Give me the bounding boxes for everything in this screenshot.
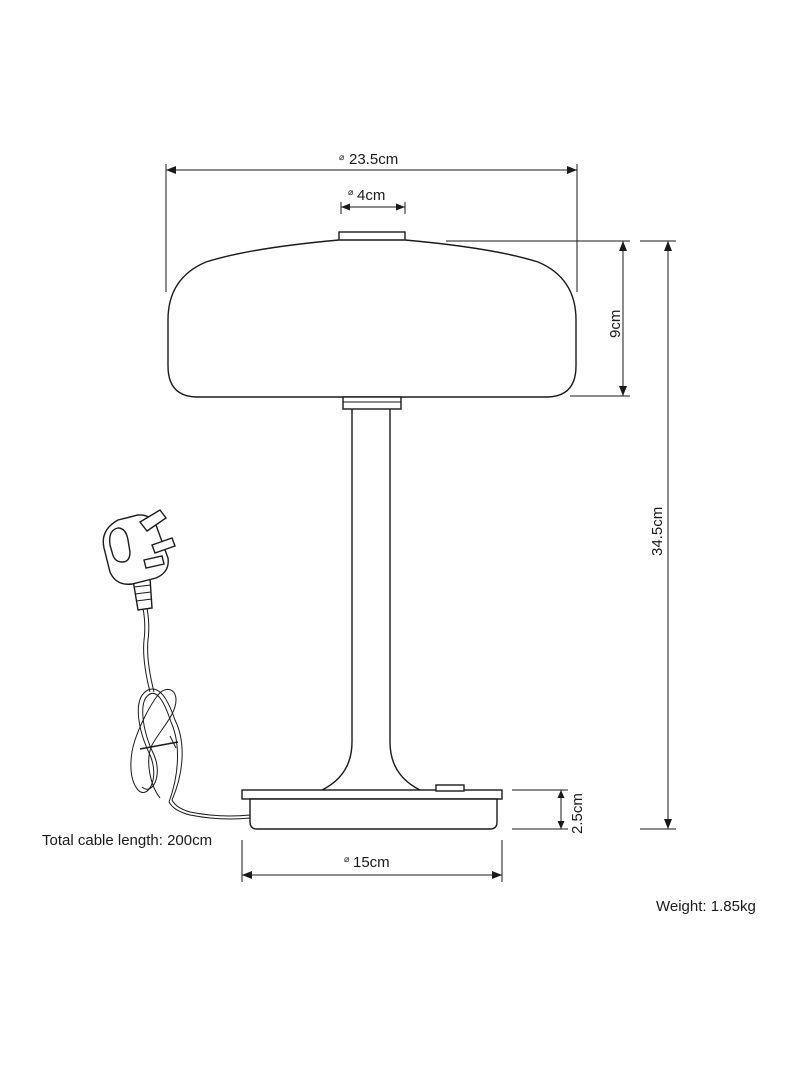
- lamp-shade: [167, 231, 577, 398]
- strain-relief-ridge: [134, 591, 152, 595]
- strain-relief-ridge: [135, 598, 153, 602]
- arrowhead-left: [166, 166, 176, 174]
- lamp-base: [241, 784, 503, 830]
- arrowhead-top: [557, 790, 565, 798]
- total-height-label: 34.5cm: [649, 507, 666, 556]
- cable-tie: [139, 741, 179, 750]
- arrowhead-right: [567, 166, 577, 174]
- arrowhead-bottom: [619, 386, 627, 396]
- base-diameter-dimension: ⌀ 15cm: [241, 840, 503, 882]
- plug-neutral-pin: [143, 555, 165, 569]
- cable-to-plug: [142, 607, 151, 693]
- cable-tie-end: [169, 735, 177, 749]
- top-cap-diameter-label: 4cm: [357, 187, 385, 204]
- cable-coil-2: [141, 692, 178, 803]
- arrowhead-left: [341, 203, 350, 211]
- weight-note: Weight: 1.85kg: [656, 898, 756, 915]
- base-switch: [435, 784, 465, 792]
- total-height-dimension: 34.5cm: [640, 240, 676, 830]
- arrowhead-top: [664, 241, 672, 251]
- top-cap-dimension: ⌀ 4cm: [340, 187, 406, 214]
- plug-earth-pin: [138, 509, 167, 532]
- shade-body: [167, 239, 577, 398]
- arrowhead-left: [242, 871, 252, 879]
- shade-diameter-dimension: ⌀ 23.5cm: [165, 151, 578, 292]
- stem-collar: [342, 396, 402, 410]
- lamp-stem: [321, 396, 421, 791]
- shade-height-label: 9cm: [607, 310, 624, 338]
- diameter-symbol: ⌀: [344, 855, 350, 865]
- cable-to-plug-2: [146, 607, 155, 693]
- plug-grip-recess: [108, 527, 131, 563]
- arrowhead-top: [619, 241, 627, 251]
- arrowhead-right: [396, 203, 405, 211]
- plug-live-pin: [151, 537, 176, 554]
- base-body: [249, 798, 498, 830]
- strain-relief-ridge: [133, 584, 152, 588]
- cable-to-base: [171, 799, 251, 817]
- cable-length-note: Total cable length: 200cm: [42, 832, 212, 849]
- diameter-symbol: ⌀: [348, 188, 354, 198]
- arrowhead-right: [492, 871, 502, 879]
- power-cable: [130, 607, 251, 820]
- shade-height-dimension: 9cm: [446, 240, 630, 397]
- shade-diameter-label: 23.5cm: [349, 151, 398, 168]
- cable-coil: [130, 688, 183, 801]
- base-height-label: 2.5cm: [569, 793, 586, 834]
- power-plug: [102, 509, 176, 611]
- base-height-dimension: 2.5cm: [512, 789, 586, 834]
- cable-to-base-2: [168, 801, 251, 820]
- base-diameter-label: 15cm: [353, 854, 390, 871]
- stem-body: [321, 409, 421, 791]
- arrowhead-bottom: [557, 821, 565, 829]
- diameter-symbol: ⌀: [339, 153, 345, 163]
- arrowhead-bottom: [664, 819, 672, 829]
